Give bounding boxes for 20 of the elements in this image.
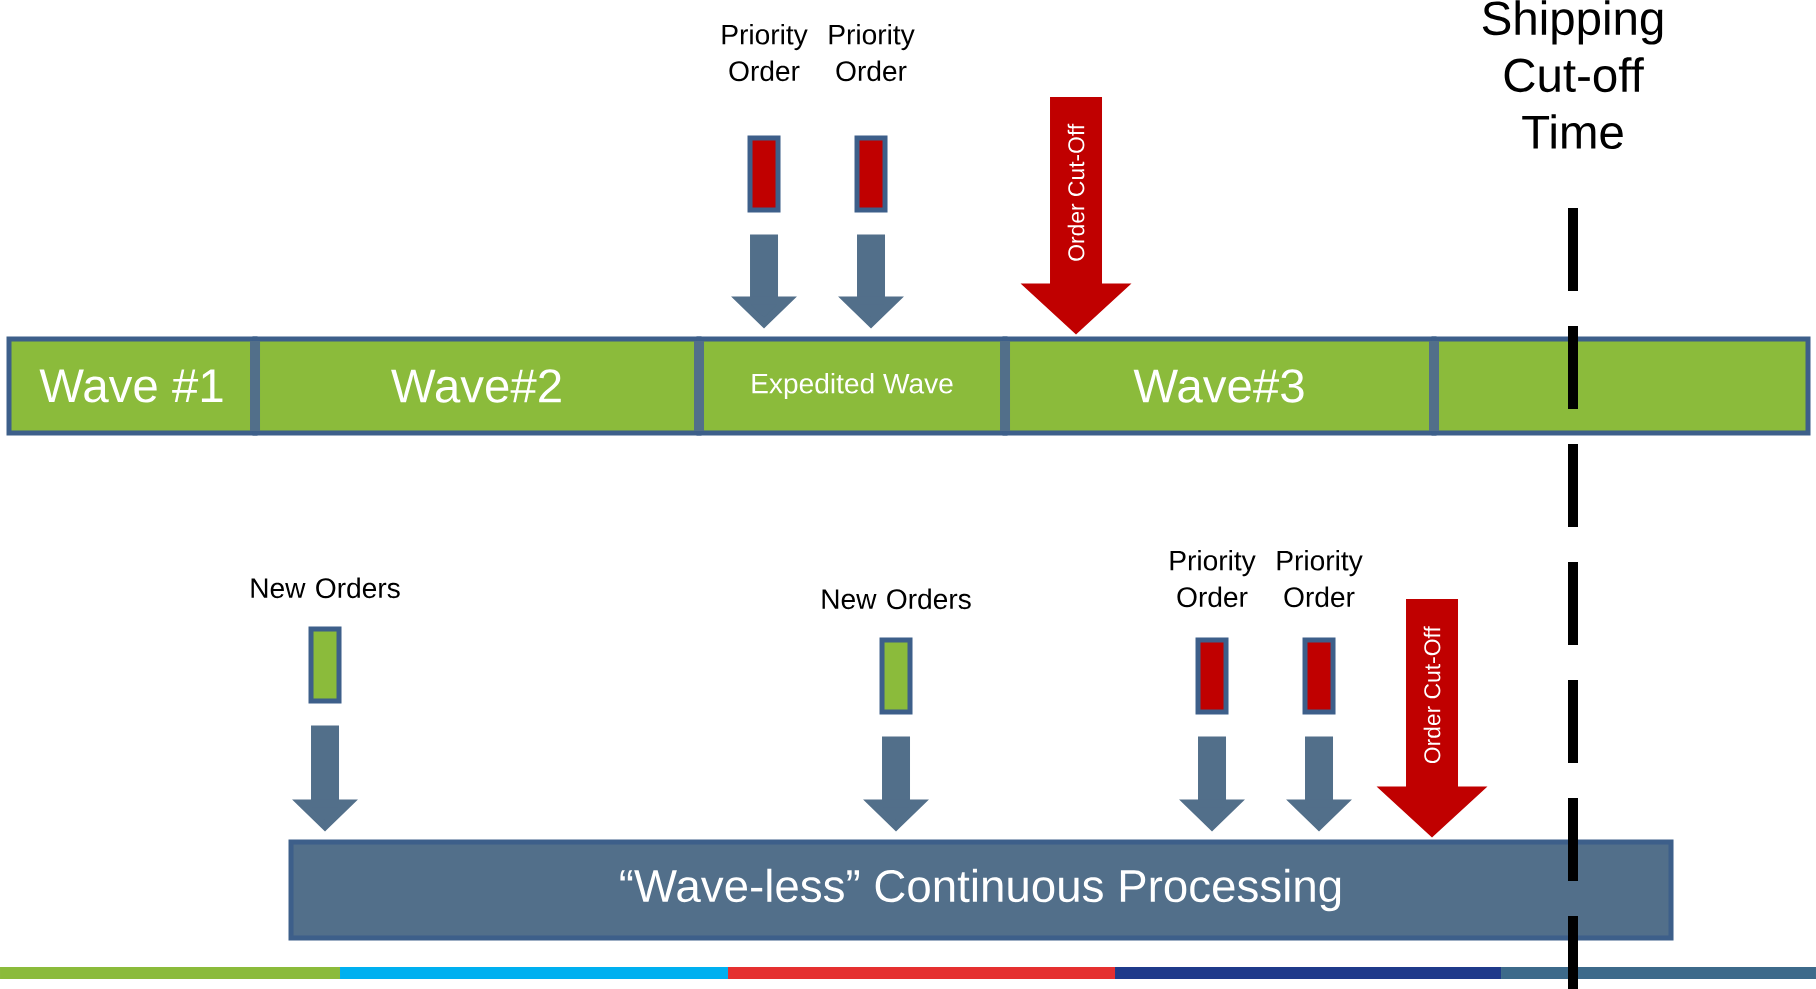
edge-label: Order Cut-Off [1423,626,1441,764]
node-label: New Orders [822,588,971,610]
node-label: Priority Order [722,23,808,82]
wave-segment: Wave#2 [252,336,702,436]
cutoff-label: Shipping Cut-off Time [1482,0,1663,150]
node-label: Priority Order [1170,549,1256,608]
node-label: New Orders [251,577,400,599]
node-label: Priority Order [829,23,915,82]
order-box: Priority Order [829,23,915,213]
wave-segment: Wave#3 [1002,336,1437,436]
order-box: New Orders [251,577,400,704]
order-box: Priority Order [1277,549,1363,715]
order-box: Priority Order [1170,549,1256,715]
order-box: Priority Order [722,23,808,213]
order-box: New Orders [822,588,971,715]
wave-segment: Wave #1 [6,336,258,436]
edge-label: Order Cut-Off [1067,123,1085,261]
node-label: Priority Order [1277,549,1363,608]
process-bar: “Wave-less” Continuous Processing [288,839,1674,941]
wave-segment: Expedited Wave [696,336,1008,436]
